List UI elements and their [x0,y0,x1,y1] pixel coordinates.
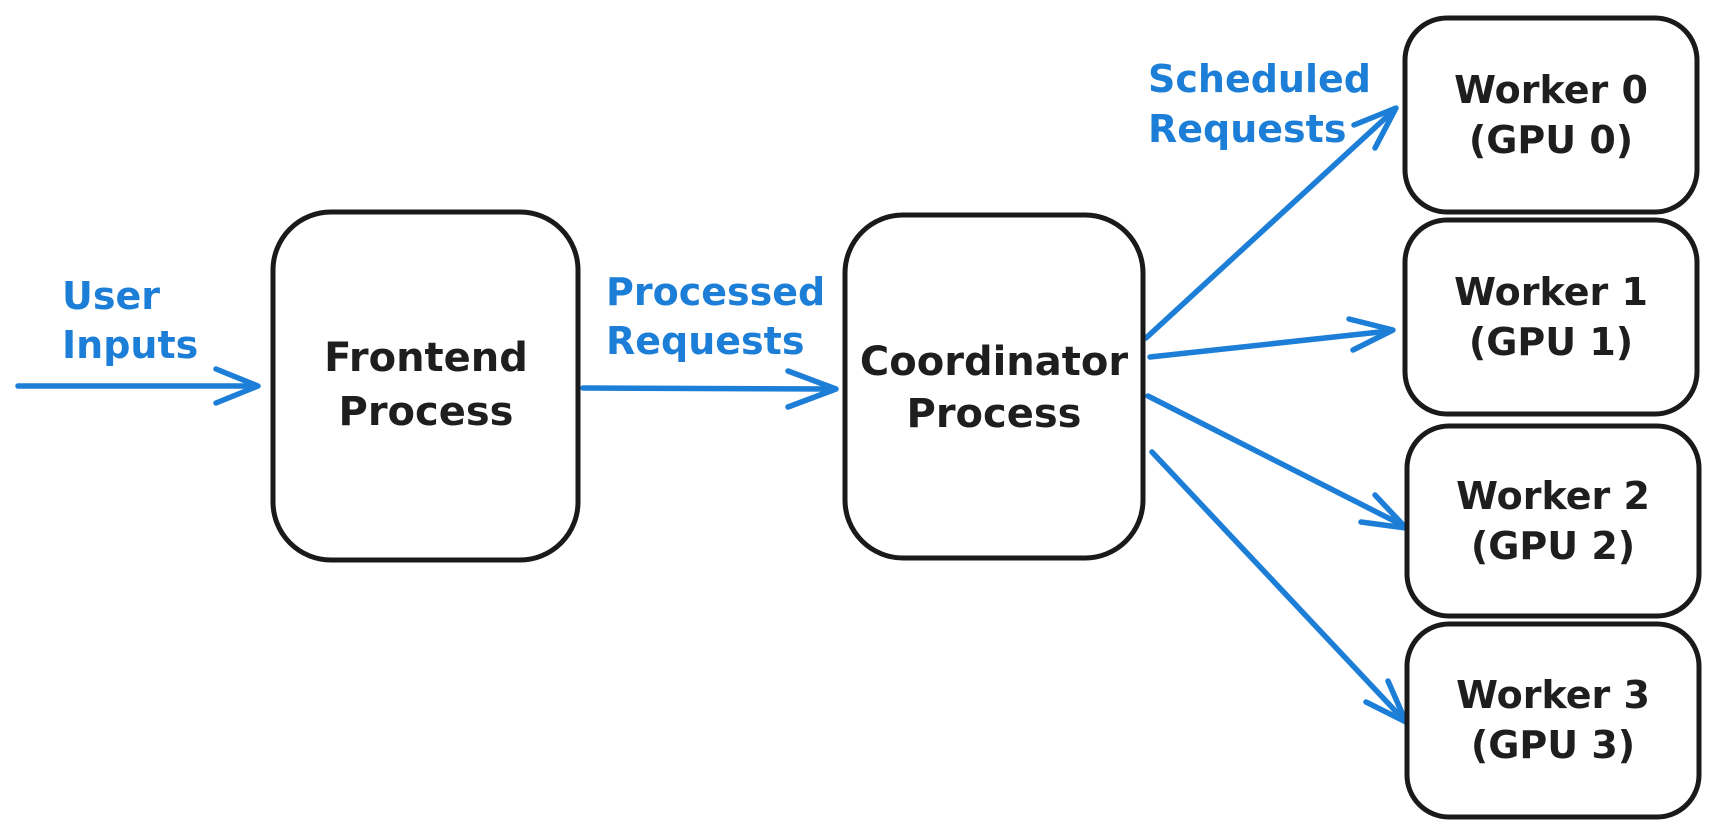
processed-requests-arrow [580,368,839,410]
arrow-line [1147,328,1392,360]
frontend-process-label-line1: Frontend [324,335,528,381]
worker-2-node: Worker 2 (GPU 2) [1404,423,1702,619]
worker-2-label-line1: Worker 2 [1456,474,1650,518]
worker-0-node: Worker 0 (GPU 0) [1402,15,1700,215]
worker-3-label-line1: Worker 3 [1456,673,1650,717]
worker-1-label-line2: (GPU 1) [1469,320,1633,364]
worker-3-label-line2: (GPU 3) [1471,723,1635,767]
worker-3-node: Worker 3 (GPU 3) [1404,621,1702,820]
worker-0-label-line2: (GPU 0) [1469,118,1633,162]
scheduled-requests-label: Scheduled Requests [1148,57,1371,151]
scheduled-arrow-worker-0 [1143,105,1399,341]
processed-requests-label: Processed Requests [606,270,825,363]
worker-1-node: Worker 1 (GPU 1) [1402,217,1700,417]
frontend-process-node: Frontend Process [270,209,581,563]
worker-0-box [1402,15,1700,215]
scheduled-requests-label-line1: Scheduled [1148,57,1371,101]
coordinator-process-node: Coordinator Process [842,212,1146,561]
frontend-process-box [270,209,581,563]
user-inputs-arrow [15,366,261,406]
coordinator-process-label-line1: Coordinator [860,339,1128,385]
worker-0-label-line1: Worker 0 [1454,68,1648,112]
arrowhead-icon [785,368,839,410]
scheduled-requests-label-line2: Requests [1148,107,1346,151]
arrow-line [1143,109,1395,341]
scheduled-arrow-worker-3 [1149,449,1409,725]
worker-1-label-line1: Worker 1 [1454,270,1648,314]
user-inputs-label: User Inputs [62,274,198,367]
worker-1-box [1402,217,1700,417]
arrowhead-icon [213,366,261,406]
arrowhead-icon [1351,105,1399,151]
worker-2-box [1404,423,1702,619]
user-inputs-label-line2: Inputs [62,323,198,367]
coordinator-process-label-line2: Process [907,391,1082,437]
user-inputs-label-line1: User [62,274,160,318]
frontend-process-label-line2: Process [339,389,514,435]
arrow-line [1149,449,1405,721]
coordinator-process-box [842,212,1146,561]
processed-requests-label-line2: Requests [606,319,804,363]
scheduled-arrow-worker-1 [1147,316,1396,360]
arrow-line [1145,393,1405,528]
processed-requests-label-line1: Processed [606,270,825,314]
scheduled-arrow-worker-2 [1145,393,1409,531]
arrow-line [580,385,835,392]
arrowhead-icon [1346,316,1396,353]
worker-2-label-line2: (GPU 2) [1471,524,1635,568]
worker-3-box [1404,621,1702,820]
arrowhead-icon [1358,492,1409,531]
